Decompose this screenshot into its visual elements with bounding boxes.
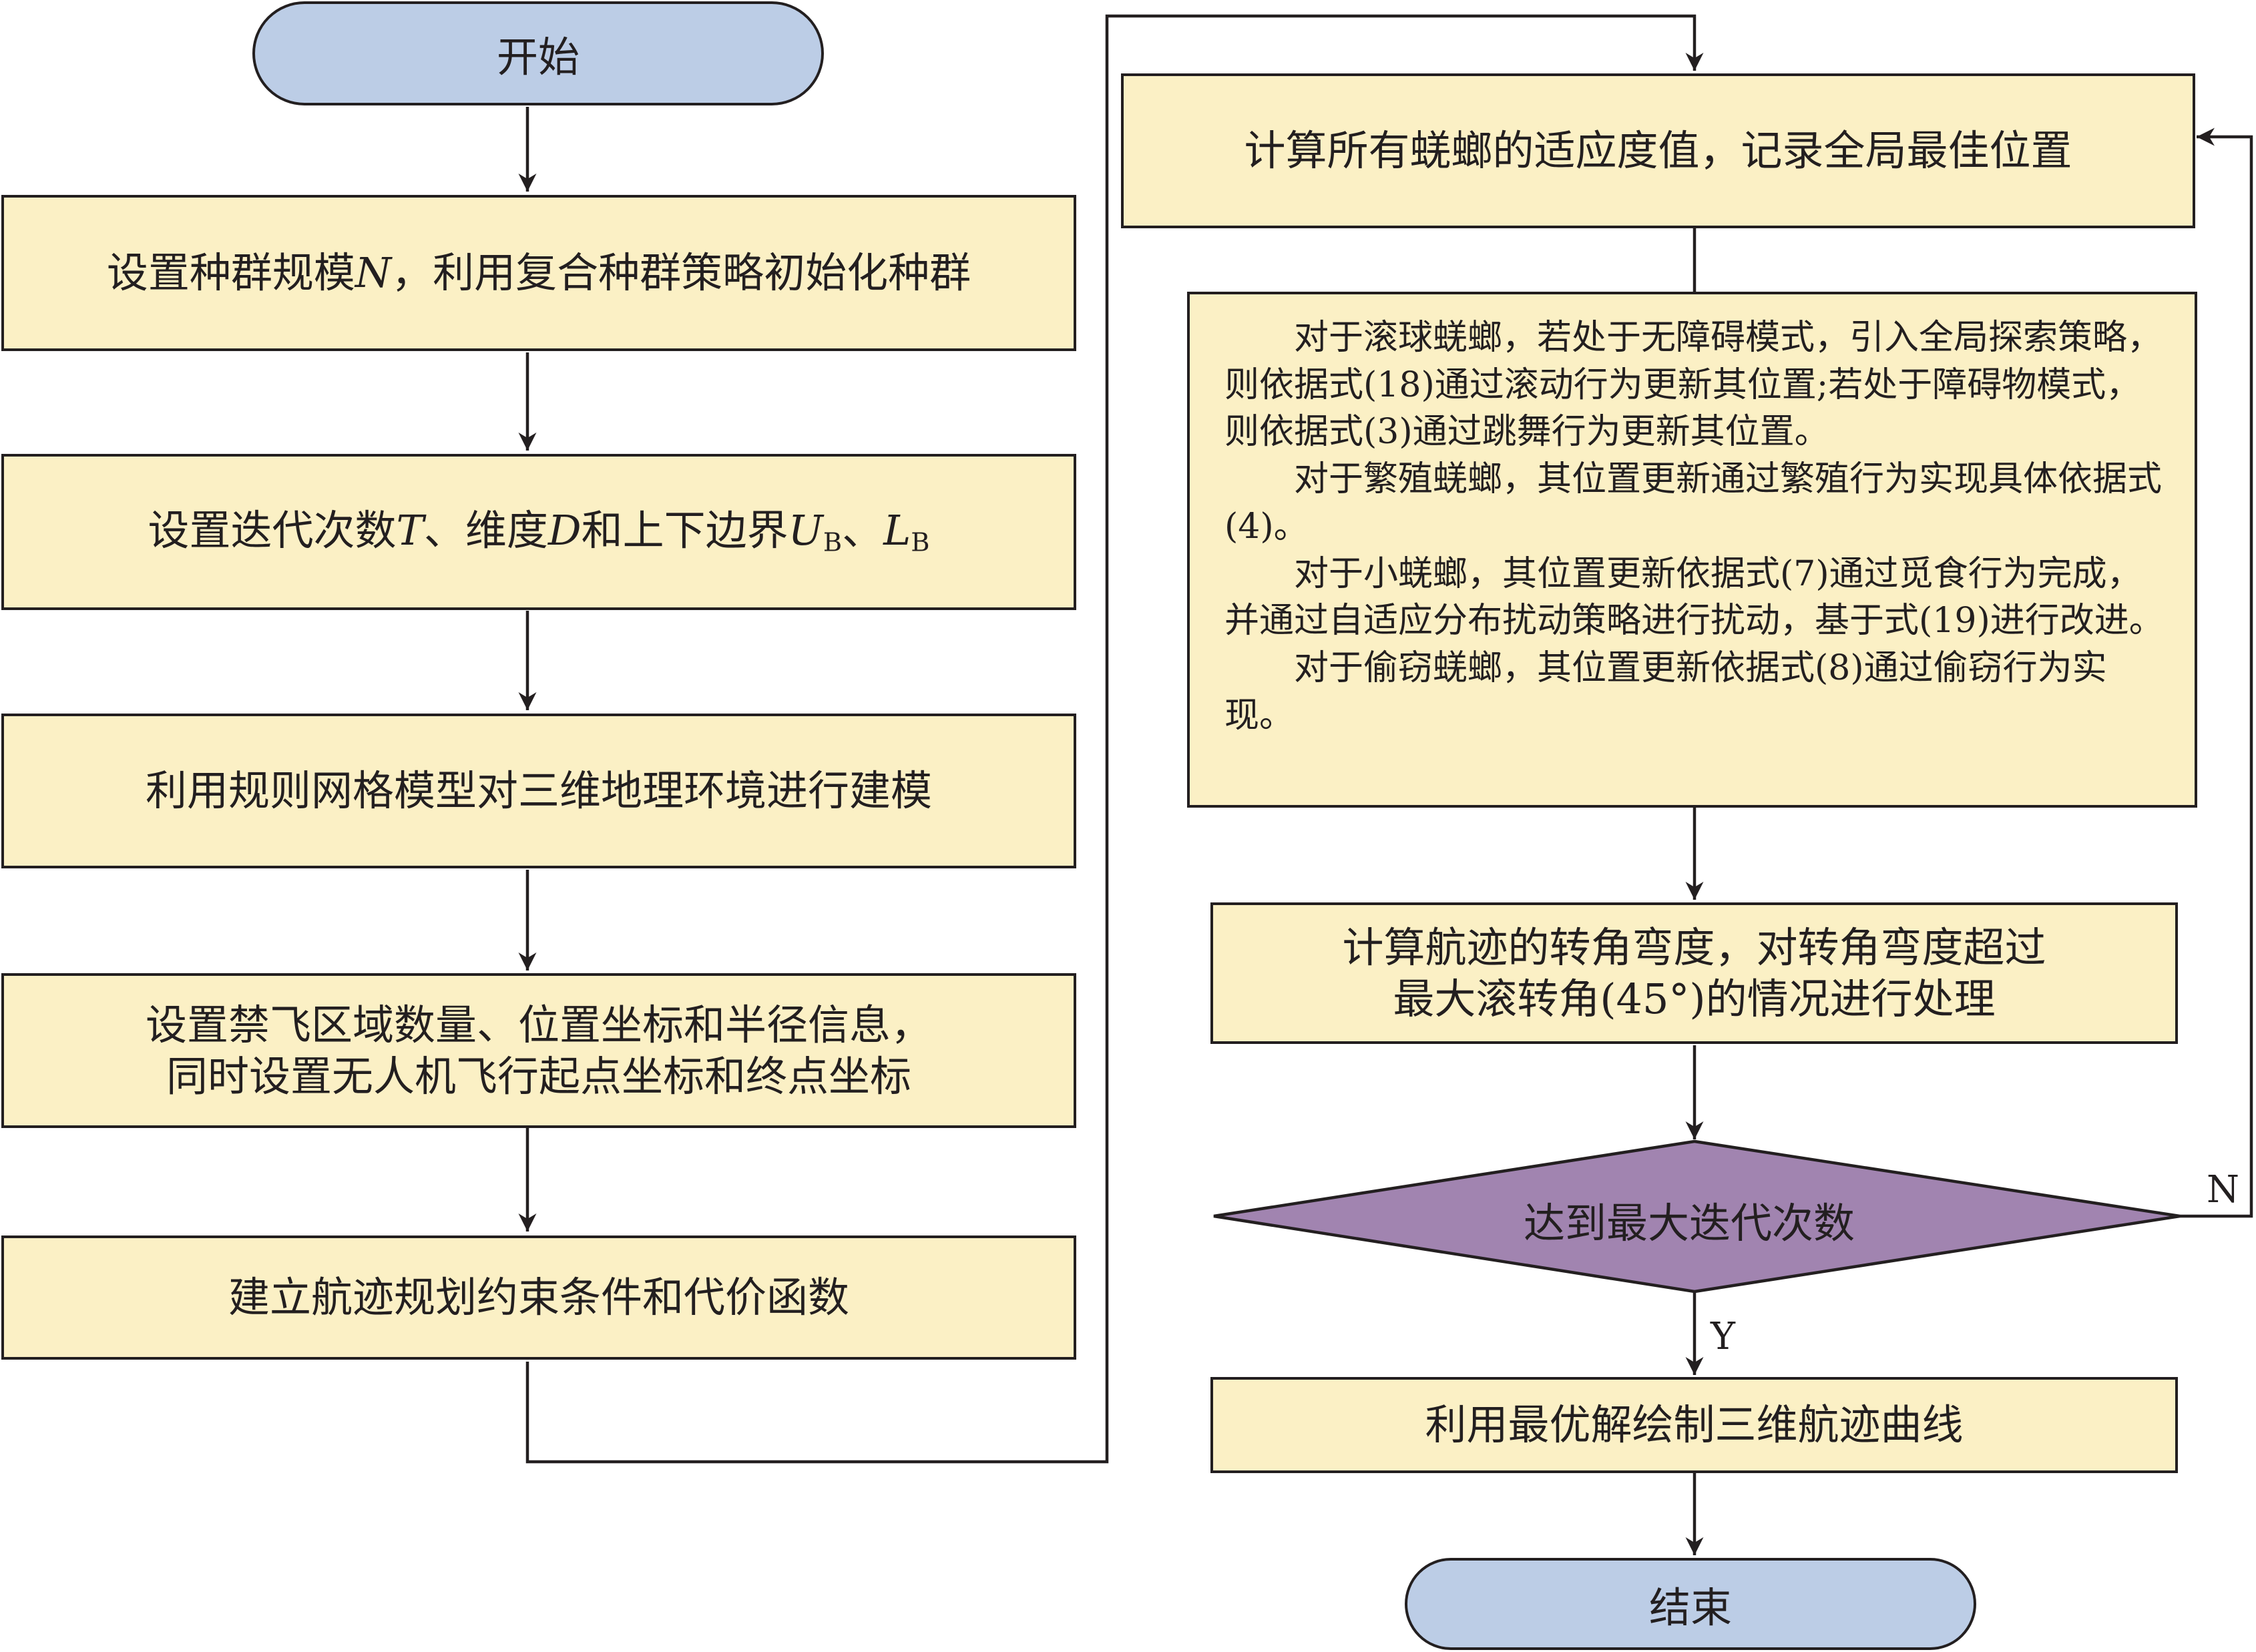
start-terminal: 开始 [252, 1, 824, 105]
cost-function-box: 建立航迹规划约束条件和代价函数 [1, 1235, 1076, 1360]
draw-trajectory-box: 利用最优解绘制三维航迹曲线 [1210, 1377, 2178, 1473]
turn-angle-line1: 计算航迹的转角弯度，对转角弯度超过 [1342, 922, 2046, 972]
turn-angle-box: 计算航迹的转角弯度，对转角弯度超过 最大滚转角(45°)的情况进行处理 [1210, 902, 2178, 1044]
init-population-box: 设置种群规模N，利用复合种群策略初始化种群 [1, 195, 1076, 351]
fitness-box: 计算所有蜣螂的适应度值，记录全局最佳位置 [1121, 73, 2195, 228]
no-fly-zone-line1: 设置禁飞区域数量、位置坐标和半径信息， [145, 1000, 932, 1049]
end-terminal: 结束 [1405, 1558, 1976, 1650]
iteration-params-box: 设置迭代次数T、维度D和上下边界UB、LB [1, 454, 1076, 610]
iteration-params-label: 设置迭代次数T、维度D和上下边界UB、LB [148, 506, 930, 558]
cost-function-label: 建立航迹规划约束条件和代价函数 [228, 1273, 849, 1322]
decision-diamond [1213, 1139, 2181, 1294]
turn-angle-text: 计算航迹的转角弯度，对转角弯度超过 最大滚转角(45°)的情况进行处理 [1342, 922, 2046, 1025]
position-update-box: 对于滚球蜣螂，若处于无障碍模式，引入全局探索策略，则依据式(18)通过滚动行为更… [1187, 292, 2197, 808]
stealing-beetle-text: 对于偷窃蜣螂，其位置更新依据式(8)通过偷窃行为实现。 [1224, 648, 2107, 736]
breeding-beetle-text: 对于繁殖蜣螂，其位置更新通过繁殖行为实现具体依据式(4)。 [1224, 459, 2163, 547]
init-population-label: 设置种群规模N，利用复合种群策略初始化种群 [106, 248, 971, 298]
rolling-beetle-text: 对于滚球蜣螂，若处于无障碍模式，引入全局探索策略，则依据式(18)通过滚动行为更… [1224, 318, 2163, 453]
start-label: 开始 [496, 33, 580, 81]
draw-trajectory-label: 利用最优解绘制三维航迹曲线 [1425, 1400, 1964, 1450]
no-fly-zone-line2: 同时设置无人机飞行起点坐标和终点坐标 [166, 1052, 911, 1101]
no-fly-zone-box: 设置禁飞区域数量、位置坐标和半径信息， 同时设置无人机飞行起点坐标和终点坐标 [1, 973, 1076, 1128]
max-iteration-decision-label: 达到最大迭代次数 [1523, 1199, 1855, 1248]
arrow-decision-no-loop [2180, 127, 2253, 1218]
yes-branch-label: Y [1711, 1315, 1735, 1358]
no-fly-zone-text: 设置禁飞区域数量、位置坐标和半径信息， 同时设置无人机飞行起点坐标和终点坐标 [146, 999, 932, 1103]
no-branch-label: N [2207, 1168, 2239, 1211]
small-beetle-text: 对于小蜣螂，其位置更新依据式(7)通过觅食行为完成，并通过自适应分布扰动策略进行… [1224, 553, 2164, 641]
grid-model-box: 利用规则网格模型对三维地理环境进行建模 [1, 714, 1076, 868]
arrow-cost-to-fitness [525, 14, 1704, 1464]
end-label: 结束 [1648, 1583, 1732, 1632]
grid-model-label: 利用规则网格模型对三维地理环境进行建模 [145, 766, 932, 816]
fitness-label: 计算所有蜣螂的适应度值，记录全局最佳位置 [1244, 126, 2072, 176]
turn-angle-line2: 最大滚转角(45°)的情况进行处理 [1393, 975, 1996, 1023]
